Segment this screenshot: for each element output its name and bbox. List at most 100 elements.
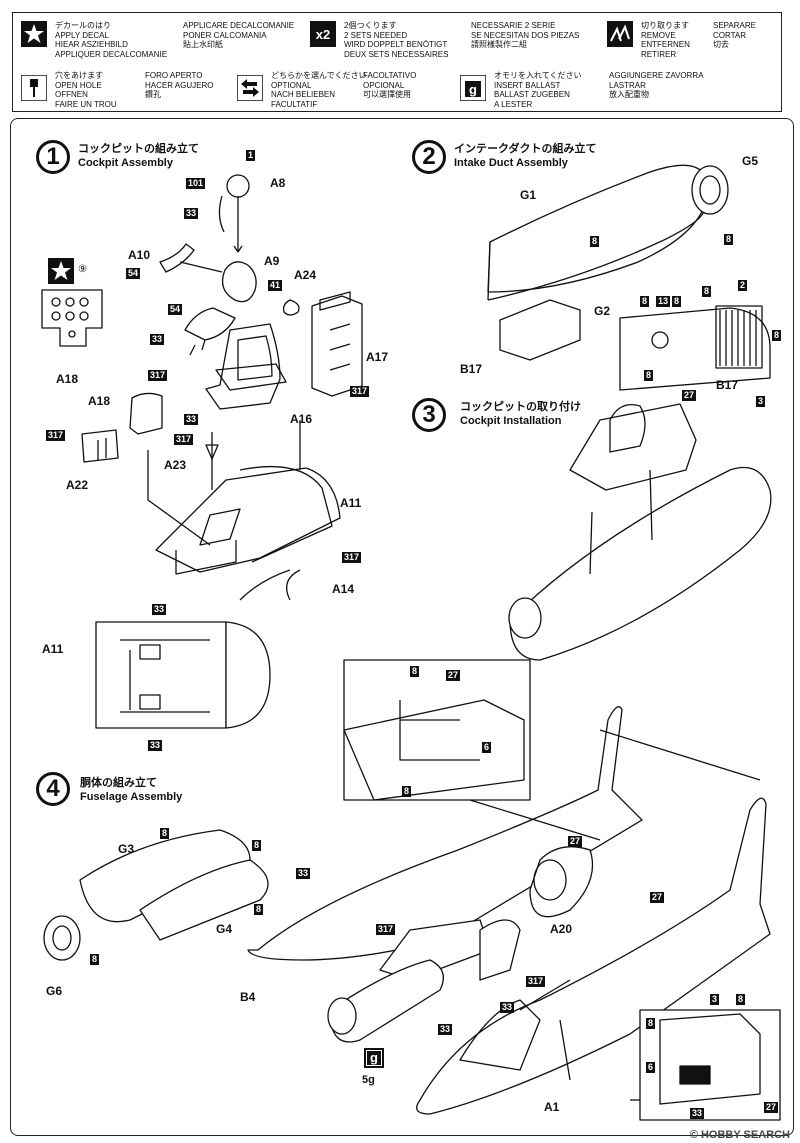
decal-tag: 33 [296, 868, 311, 879]
legend-remove-fr: RETIRER [641, 49, 677, 59]
part-label: B17 [716, 378, 739, 392]
legend-ballast-cn: 放入配重物 [609, 90, 649, 99]
decal-tag: 33 [500, 1002, 515, 1013]
a22-piece-drawing [81, 429, 119, 463]
part-label: G2 [594, 304, 611, 318]
legend-hole-cn: 鑽孔 [145, 90, 161, 99]
decal-tag: 101 [186, 178, 206, 189]
step-number-2: 2 [412, 140, 446, 174]
decal-tag: 8 [402, 786, 412, 797]
decal-tag: 3 [756, 396, 766, 407]
decal-tag: 27 [568, 836, 583, 847]
step-title-3-jp: コックピットの取り付け [460, 401, 581, 413]
watermark: © HOBBY SEARCH [689, 1129, 790, 1141]
cockpit-installation-drawing [508, 403, 772, 661]
legend-optional-es: OPCIONAL [363, 80, 405, 90]
legend-decal-extra: APPLICARE DECALCOMANIE PONER CALCOMANIA … [183, 21, 294, 50]
legend-ballast-extra: AGGIUNGERE ZAVORRA LASTRAR 放入配重物 [609, 71, 704, 100]
intake-duct-drawing [487, 164, 729, 361]
legend-ballast-jp: オモリを入れてください [494, 71, 582, 80]
part-label: A20 [550, 922, 573, 936]
legend-remove-jp: 切り取ります [641, 21, 689, 30]
decal-tag: 8 [702, 286, 712, 297]
legend-decal-cn: 貼上水印紙 [183, 40, 223, 49]
decal-tag: 27 [650, 892, 665, 903]
legend-optional-fr: FACULTATIF [271, 99, 318, 109]
step-title-2-en: Intake Duct Assembly [454, 157, 568, 169]
step-title-2: インテークダクトの組み立て Intake Duct Assembly [454, 142, 597, 170]
remove-cut-icon [607, 21, 633, 47]
part-label: B17 [460, 362, 483, 376]
decal-tag: 6 [646, 1062, 656, 1073]
part-label: A16 [290, 412, 313, 426]
ballast-symbol: g [367, 1051, 381, 1065]
legend-decal: デカールのはり APPLY DECAL HIEAR ASZIEHBILD APP… [55, 21, 167, 59]
legend-ballast: オモリを入れてください INSERT BALLAST BALLAST ZUGEB… [494, 71, 582, 109]
decal-tag: 33 [690, 1108, 705, 1119]
decal-tag: 27 [446, 670, 461, 681]
decal-tag: 317 [342, 552, 362, 563]
cockpit-tub-drawing [155, 465, 341, 575]
part-label: G5 [742, 154, 759, 168]
step-title-4-en: Fuselage Assembly [80, 791, 183, 803]
part-label: A17 [366, 350, 389, 364]
decal-tag: 8 [724, 234, 734, 245]
legend-twosets-fr: DEUX SETS NECESSAIRES [344, 49, 449, 59]
legend-twosets-it: NECESSARIE 2 SERIE [471, 21, 556, 30]
legend-optional: どちらかを選んでください OPTIONAL NACH BELIEBEN FACU… [271, 71, 367, 109]
decal-tag: 54 [168, 304, 183, 315]
step-number-1: 1 [36, 140, 70, 174]
decal-tag: 8 [254, 904, 264, 915]
part-label: A10 [128, 248, 151, 262]
part-label: A22 [66, 478, 89, 492]
part-label: A24 [294, 268, 317, 282]
legend-twosets-es: SE NECESITAN DOS PIEZAS [471, 30, 580, 40]
decal-tag: 33 [148, 740, 163, 751]
legend-twosets-jp: 2個つくります [344, 21, 397, 30]
legend-twosets-cn: 請照樣製作二組 [471, 40, 527, 49]
decal-tag: 8 [590, 236, 600, 247]
legend-hole-it: FORO APERTO [145, 71, 203, 80]
step-title-2-jp: インテークダクトの組み立て [454, 143, 597, 155]
legend-hole-extra: FORO APERTO HACER AGUJERO 鑽孔 [145, 71, 213, 100]
legend-ballast-fr: A LESTER [494, 99, 533, 109]
legend-hole-en: OPEN HOLE [55, 80, 102, 90]
legend-hole-de: OFFNEN [55, 90, 88, 99]
legend-ballast-it: AGGIUNGERE ZAVORRA [609, 71, 704, 80]
open-hole-icon [21, 75, 47, 101]
legend-decal-en: APPLY DECAL [55, 30, 109, 40]
legend-optional-extra: FACOLTATIVO OPCIONAL 可以選擇使用 [363, 71, 416, 100]
decal-tag: 33 [184, 208, 199, 219]
decal-tag: 8 [672, 296, 682, 307]
part-label: G6 [46, 984, 63, 998]
step-title-4-jp: 胴体の組み立て [80, 777, 157, 789]
a24-part-drawing [282, 299, 300, 316]
decal-star-icon [21, 21, 47, 47]
ballast-weight: 5g [362, 1074, 375, 1086]
part-label: A11 [340, 496, 362, 510]
decal-tag: 8 [646, 1018, 656, 1029]
legend-twosets-de: WIRD DOPPELT BENÖTIGT [344, 40, 448, 49]
two-sets-icon: x2 [310, 21, 336, 47]
step-title-3-en: Cockpit Installation [460, 415, 562, 427]
legend-remove: 切り取ります REMOVE ENTFERNEN RETIRER [641, 21, 690, 59]
legend-remove-extra: SEPARARE CORTAR 切去 [713, 21, 756, 50]
legend-decal-it: APPLICARE DECALCOMANIE [183, 21, 295, 30]
seat-back-drawing [311, 291, 363, 397]
legend-box: x2 g デカールのはり APPLY DECAL HIEAR ASZIEHBIL… [12, 12, 782, 112]
optional-arrows-icon [237, 75, 263, 101]
step-title-1: コックピットの組み立て Cockpit Assembly [78, 142, 199, 170]
decal-tag: 41 [268, 280, 283, 291]
step-title-4: 胴体の組み立て Fuselage Assembly [80, 776, 182, 804]
a18-piece-drawing [129, 392, 163, 435]
instruction-panel [10, 118, 794, 1136]
legend-remove-cn: 切去 [713, 40, 729, 49]
fuselage-detail-box-2 [639, 1009, 781, 1121]
part-tag: 1 [246, 150, 256, 161]
decal-tag: 3 [710, 994, 720, 1005]
legend-remove-de: ENTFERNEN [641, 40, 690, 49]
decal-tag: 8 [252, 840, 262, 851]
legend-remove-en: REMOVE [641, 30, 676, 40]
part-label: A18 [88, 394, 111, 408]
part-label: G1 [520, 188, 537, 202]
